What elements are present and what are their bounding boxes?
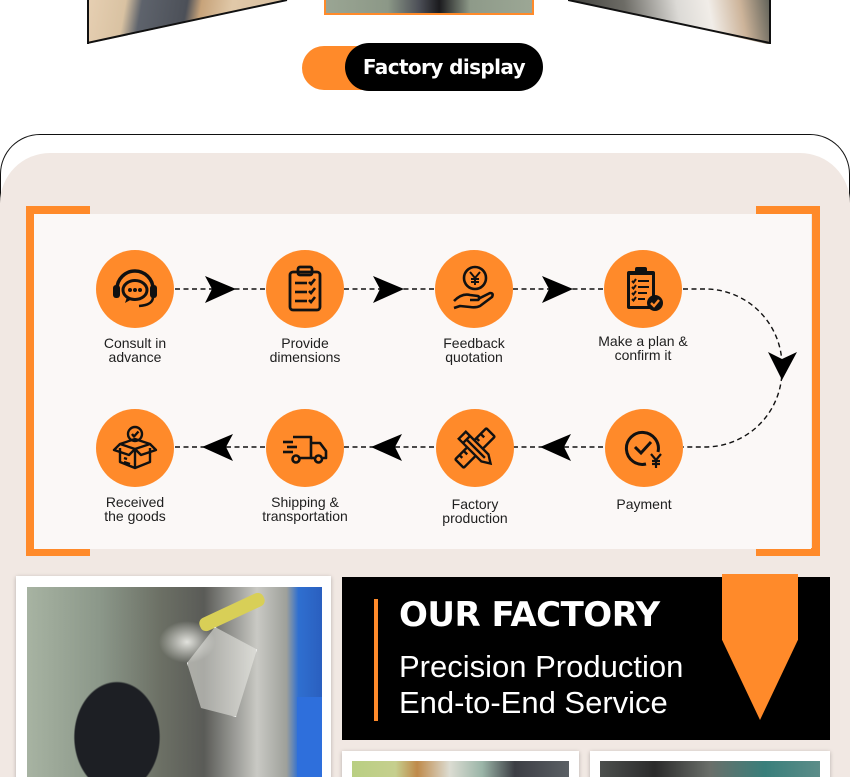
yen-check-circle-icon	[624, 430, 662, 468]
step-label: Payment	[616, 496, 672, 512]
clipboard-checklist-icon	[288, 265, 322, 312]
step-circle	[435, 250, 513, 328]
step-label: Consult in advance	[103, 335, 167, 365]
section-heading: Factory display	[345, 43, 543, 91]
top-photo-strip	[0, 0, 850, 48]
corner-bracket-top-right	[756, 206, 820, 214]
process-step-consult: Consult in advance	[70, 250, 200, 364]
step-label: Shipping & transportation	[262, 494, 348, 524]
factory-worker-photo-card	[16, 576, 331, 777]
step-label: Factory production	[442, 496, 508, 526]
ribbon-arrow-icon	[722, 574, 798, 720]
corner-bracket-top-left	[26, 206, 90, 214]
process-step-dimensions: Provide dimensions	[240, 250, 370, 364]
product-photo-center	[324, 0, 534, 15]
step-circle	[96, 409, 174, 487]
our-factory-banner: OUR FACTORY Precision Production End-to-…	[342, 574, 830, 740]
section-heading-pill: Factory display	[302, 43, 543, 91]
photo-detail	[197, 590, 267, 634]
photo-left-border	[87, 0, 288, 44]
headset-chat-icon	[113, 269, 157, 308]
process-step-shipping: Shipping & transportation	[240, 409, 370, 523]
step-label: Make a plan & confirm it	[598, 333, 688, 363]
corner-bracket-bottom-right	[756, 548, 820, 556]
box-check-icon	[112, 425, 158, 470]
photo-right-border	[568, 0, 771, 44]
photo-detail	[187, 627, 257, 717]
photo-detail	[297, 697, 322, 777]
step-circle	[436, 409, 514, 487]
step-circle	[96, 250, 174, 328]
step-label: Provide dimensions	[269, 335, 341, 365]
process-step-plan: Make a plan & confirm it	[578, 250, 708, 362]
corner-bracket-left	[26, 206, 34, 556]
step-circle	[266, 409, 344, 487]
process-step-quotation: Feedback quotation	[409, 250, 539, 364]
corner-bracket-right	[812, 206, 820, 556]
factory-thumbnail-image	[600, 761, 820, 777]
step-circle	[605, 409, 683, 487]
pencil-ruler-icon	[454, 427, 496, 469]
factory-thumbnail	[342, 751, 579, 777]
banner-subtitle: Precision Production End-to-End Service	[399, 649, 684, 720]
yen-coin-hand-icon	[453, 265, 494, 310]
clipboard-check-icon	[627, 267, 663, 311]
factory-thumbnail-image	[352, 761, 569, 777]
step-label: Received the goods	[104, 494, 166, 524]
banner-title: OUR FACTORY	[399, 595, 660, 635]
process-step-received: Received the goods	[70, 409, 200, 523]
factory-worker-photo	[27, 587, 322, 777]
delivery-truck-icon	[283, 435, 328, 464]
accent-bar	[374, 599, 378, 721]
factory-thumbnail	[590, 751, 830, 777]
corner-bracket-bottom-left	[26, 548, 90, 556]
process-step-payment: Payment	[579, 409, 709, 511]
step-circle	[604, 250, 682, 328]
step-label: Feedback quotation	[443, 335, 505, 365]
process-step-production: Factory production	[410, 409, 540, 525]
step-circle	[266, 250, 344, 328]
